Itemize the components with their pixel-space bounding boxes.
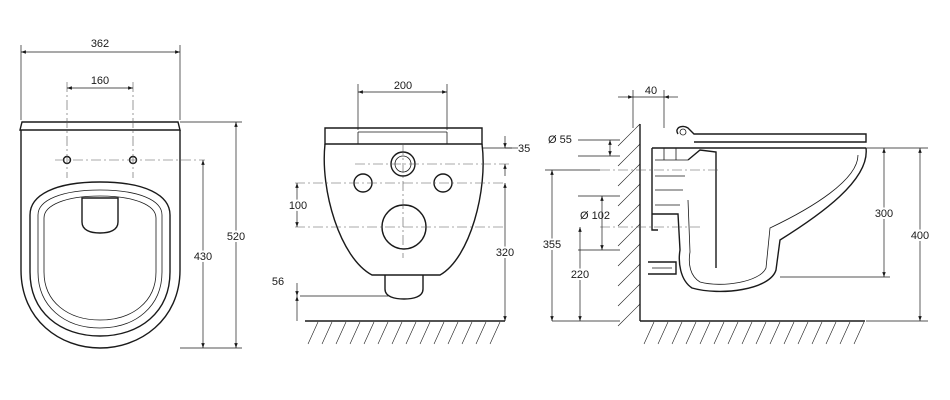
floor-hatch-side [643,321,865,345]
side-bolt-diameter-label: Ø 55 [548,134,572,146]
side-outlet-height-label: 220 [571,269,589,281]
side-view: 40 Ø 55 Ø 102 355 220 300 400 [541,85,931,345]
floor-hatch-rear [307,321,501,345]
side-outlet-diameter-label: Ø 102 [580,210,610,222]
wall-hatch [617,123,641,327]
front-hole-spacing-label: 160 [91,75,109,87]
side-bowl-depth-label: 300 [875,208,893,220]
front-hole-to-front-label: 430 [194,251,212,263]
rear-hole-offset-label: 100 [289,200,307,212]
rear-hole-height-label: 320 [496,247,514,259]
side-rim-height-label: 400 [911,230,929,242]
side-offset-label: 40 [645,85,657,97]
rear-top-offset-label: 35 [518,143,530,155]
front-width-label: 362 [91,38,109,50]
rear-hole-spacing-label: 200 [394,80,412,92]
rear-view: 200 35 100 320 56 [272,80,530,345]
front-total-length-label: 520 [227,231,245,243]
rear-outlet-label: 56 [272,276,284,288]
front-view: 362 160 520 430 [19,38,247,349]
side-inlet-height-label: 355 [543,239,561,251]
